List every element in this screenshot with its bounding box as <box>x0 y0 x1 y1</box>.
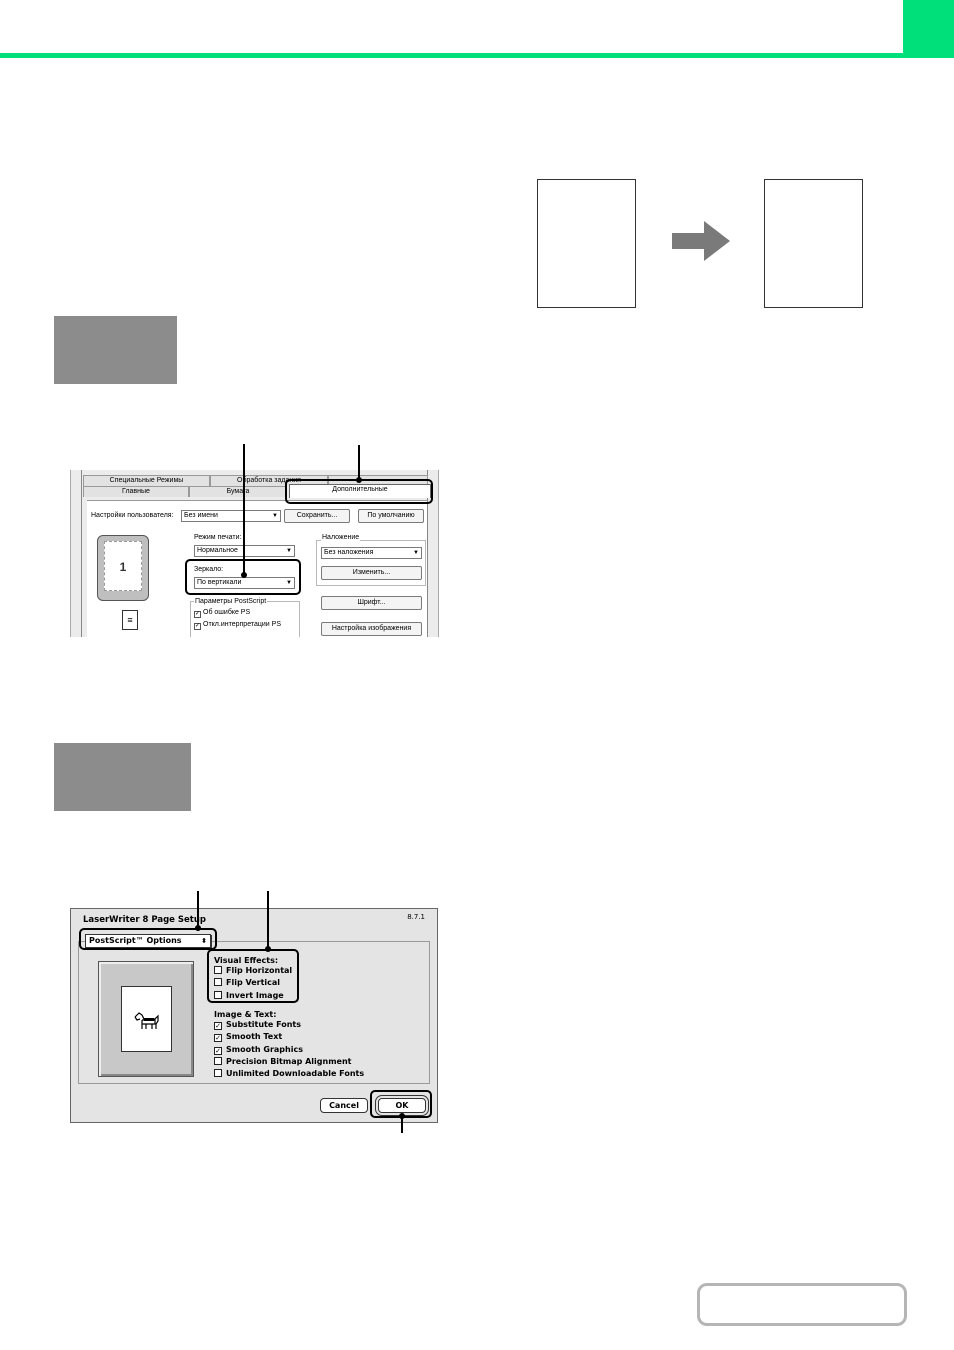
ok-callout-line <box>401 1115 403 1133</box>
precision-bitmap-label: Precision Bitmap Alignment <box>226 1057 352 1066</box>
windows-printer-dialog: Специальные Режимы Обработка задания Гла… <box>70 470 439 637</box>
user-settings-value: Без имени <box>184 512 218 519</box>
step-box-mac <box>54 743 191 811</box>
user-settings-combo[interactable]: Без имени ▼ <box>181 510 281 522</box>
postscript-params-group <box>190 601 300 637</box>
dropdown-arrow-icon: ▼ <box>286 580 292 586</box>
print-mode-value: Нормальное <box>197 547 238 554</box>
overlay-group <box>316 540 426 586</box>
dropdown-arrow-icon: ▼ <box>272 513 278 519</box>
version-label: 8.7.1 <box>407 913 425 921</box>
mac-page-setup-dialog: LaserWriter 8 Page Setup 8.7.1 PostScrip… <box>70 908 438 1123</box>
ps-interpret-label: Откл.интерпретации PS <box>203 621 281 628</box>
ps-error-checkbox[interactable]: ✓Об ошибке PS <box>194 608 250 618</box>
options-popup-value: PostScript™ Options <box>89 936 182 945</box>
visual-effects-callout-dot <box>265 946 271 952</box>
tab-main[interactable]: Главные <box>83 486 189 497</box>
preview-page-number: 1 <box>104 541 142 591</box>
overlay-value: Без наложения <box>324 549 374 556</box>
image-text-label: Image & Text: <box>214 1010 277 1019</box>
smooth-text-checkbox[interactable]: ✓ Smooth Text <box>214 1032 282 1042</box>
smooth-graphics-label: Smooth Graphics <box>226 1045 303 1054</box>
default-settings-button[interactable]: По умолчанию <box>358 509 424 523</box>
checkmark-icon: ✓ <box>214 1034 222 1042</box>
tab-advanced[interactable]: Дополнительные <box>289 484 431 498</box>
flip-vertical-checkbox[interactable]: Flip Vertical <box>214 978 280 988</box>
options-well <box>78 941 430 1084</box>
smooth-graphics-checkbox[interactable]: ✓ Smooth Graphics <box>214 1045 303 1055</box>
tab-special-modes[interactable]: Специальные Режимы <box>83 475 210 486</box>
image-settings-button[interactable]: Настройка изображения <box>321 622 422 636</box>
popup-arrows-icon: ⬍ <box>201 937 207 945</box>
substitute-fonts-label: Substitute Fonts <box>226 1020 301 1029</box>
unlimited-fonts-checkbox[interactable]: Unlimited Downloadable Fonts <box>214 1069 364 1079</box>
checkbox-icon <box>214 966 222 974</box>
ok-button[interactable]: OK <box>378 1098 426 1113</box>
checkmark-icon: ✓ <box>194 623 201 630</box>
invert-image-label: Invert Image <box>226 991 284 1000</box>
popup-highlight <box>79 928 217 950</box>
checkbox-icon <box>214 1057 222 1065</box>
right-arrow-icon <box>672 221 730 261</box>
change-overlay-button[interactable]: Изменить... <box>321 566 422 580</box>
substitute-fonts-checkbox[interactable]: ✓ Substitute Fonts <box>214 1020 301 1030</box>
step-box-windows <box>54 316 177 384</box>
visual-effects-label: Visual Effects: <box>214 956 279 965</box>
mirror-callout-dot <box>241 572 247 578</box>
mirror-label: Зеркало: <box>194 566 224 573</box>
print-mode-label: Режим печати: <box>194 534 242 541</box>
overlay-combo[interactable]: Без наложения ▼ <box>321 547 422 559</box>
mirrored-page-illustration <box>764 179 863 308</box>
tab-paper[interactable]: Бумага <box>189 486 287 497</box>
dropdown-arrow-icon: ▼ <box>413 550 419 556</box>
postscript-params-label: Параметры PostScript <box>194 598 268 605</box>
visual-effects-callout-line <box>267 891 269 951</box>
visual-effects-highlight <box>207 949 299 1003</box>
dialog-title: LaserWriter 8 Page Setup <box>83 915 206 925</box>
mirror-value: По вертикали <box>197 579 242 586</box>
dialog-frame-right <box>427 470 428 637</box>
page-number-badge <box>697 1283 907 1326</box>
checkmark-icon: ✓ <box>214 1047 222 1055</box>
header-accent-line <box>0 53 954 58</box>
unlimited-fonts-label: Unlimited Downloadable Fonts <box>226 1069 365 1078</box>
document-icon: ≡ <box>122 610 138 630</box>
ps-interpret-checkbox[interactable]: ✓Откл.интерпретации PS <box>194 620 281 630</box>
invert-image-checkbox[interactable]: Invert Image <box>214 991 284 1001</box>
dropdown-arrow-icon: ▼ <box>286 548 292 554</box>
dialog-frame-left <box>81 470 82 637</box>
advanced-tab-callout-dot <box>356 477 362 483</box>
popup-callout-line <box>197 891 199 931</box>
header-accent-block <box>903 0 954 55</box>
checkbox-icon <box>214 991 222 999</box>
options-popup-menu[interactable]: PostScript™ Options ⬍ <box>85 934 211 948</box>
user-settings-label: Настройки пользователя: <box>91 512 174 519</box>
precision-bitmap-checkbox[interactable]: Precision Bitmap Alignment <box>214 1057 352 1067</box>
ok-callout-dot <box>399 1113 405 1119</box>
checkbox-icon <box>214 978 222 986</box>
cancel-button[interactable]: Cancel <box>320 1098 368 1113</box>
preview-sheet <box>121 986 172 1052</box>
advanced-tab-callout-line <box>358 445 360 481</box>
ps-error-label: Об ошибке PS <box>203 609 251 616</box>
save-settings-button[interactable]: Сохранить... <box>284 509 350 523</box>
dog-icon <box>134 1012 159 1029</box>
overlay-label: Наложение <box>321 534 361 541</box>
print-mode-combo[interactable]: Нормальное ▼ <box>194 545 295 557</box>
page-preview <box>98 961 194 1077</box>
checkbox-icon <box>214 1069 222 1077</box>
checkmark-icon: ✓ <box>214 1022 222 1030</box>
popup-callout-dot <box>195 925 201 931</box>
flip-horizontal-checkbox[interactable]: Flip Horizontal <box>214 966 292 976</box>
flip-horizontal-label: Flip Horizontal <box>226 966 293 975</box>
mirror-callout-line <box>243 444 245 576</box>
original-page-illustration <box>537 179 636 308</box>
checkmark-icon: ✓ <box>194 611 201 618</box>
smooth-text-label: Smooth Text <box>226 1032 283 1041</box>
font-button[interactable]: Шрифт... <box>321 596 422 610</box>
flip-vertical-label: Flip Vertical <box>226 978 281 987</box>
print-preview-card: 1 <box>97 535 149 601</box>
